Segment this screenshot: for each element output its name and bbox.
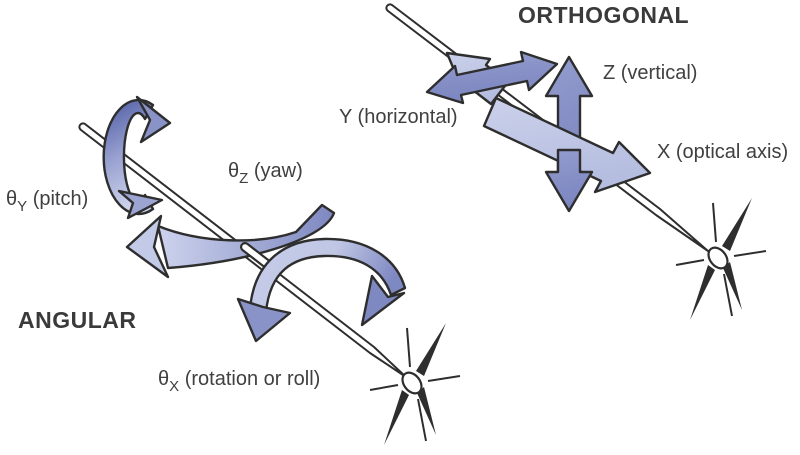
star-spike — [417, 387, 436, 435]
star-ray — [417, 398, 427, 442]
yaw-arrowhead — [125, 214, 170, 279]
star-spike — [722, 198, 752, 251]
star-ray — [427, 375, 461, 382]
pitch-arrowhead-top — [135, 95, 172, 144]
star-ray — [406, 327, 411, 368]
roll-text: (rotation or roll) — [179, 368, 321, 390]
angular-starburst-icon — [369, 323, 461, 445]
angular-title: ANGULAR — [18, 307, 137, 333]
roll-label: θX (rotation or roll) — [158, 368, 320, 395]
star-spike — [723, 262, 742, 310]
orthogonal-starburst-icon — [675, 198, 767, 320]
y-axis-arrow — [425, 50, 559, 105]
star-ray — [733, 250, 767, 257]
pitch-text: (pitch) — [27, 188, 89, 210]
y-axis-label: Y (horizontal) — [339, 106, 458, 128]
yaw-subscript: Z — [239, 170, 249, 187]
star-center — [401, 371, 423, 395]
roll-subscript: X — [169, 378, 180, 395]
angular-group — [78, 95, 461, 445]
star-ray — [675, 259, 705, 266]
star-ray — [723, 273, 733, 317]
x-axis-label: X (optical axis) — [657, 141, 789, 163]
roll-rotation-arrow — [248, 237, 407, 314]
roll-theta: θ — [158, 368, 170, 390]
yaw-label: θZ (yaw) — [228, 160, 303, 187]
roll-arrowhead-right — [360, 274, 406, 327]
pitch-arrowhead-bottom — [117, 189, 164, 220]
pitch-theta: θ — [6, 188, 18, 210]
pitch-subscript: Y — [17, 198, 28, 215]
star-spike — [416, 323, 446, 376]
star-spike — [384, 390, 409, 445]
pitch-label: θY (pitch) — [6, 188, 88, 215]
x-axis-arrow — [482, 96, 652, 194]
orthogonal-title: ORTHOGONAL — [518, 2, 690, 28]
pitch-rotation-arrow — [102, 98, 155, 216]
z-axis-label: Z (vertical) — [603, 62, 698, 84]
star-ray — [369, 384, 399, 391]
star-spike — [690, 265, 715, 320]
star-center — [707, 246, 729, 270]
yaw-text: (yaw) — [248, 160, 303, 182]
orthogonal-group — [385, 3, 767, 320]
star-ray — [712, 202, 717, 243]
roll-arrowhead-left — [236, 297, 292, 343]
z-axis-down-arrow — [544, 148, 594, 213]
yaw-theta: θ — [228, 160, 240, 182]
yaw-rotation-arrow — [156, 203, 336, 270]
